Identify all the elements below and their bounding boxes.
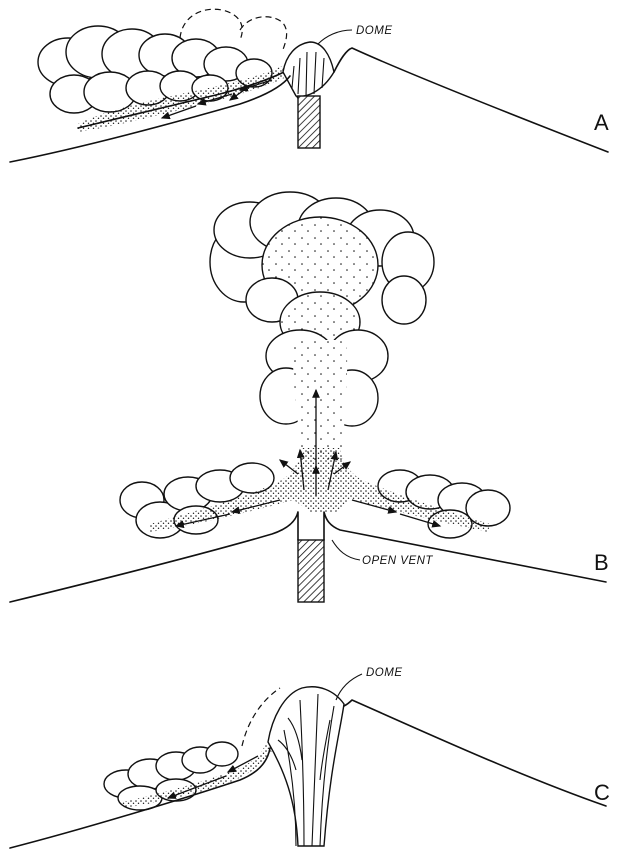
panel-c-dome-label: DOME [366, 667, 403, 679]
panel-b-eruption-column [210, 192, 434, 460]
panel-a-vent [298, 96, 320, 148]
panel-c-dome [268, 687, 344, 846]
panel-a-dome [283, 42, 334, 96]
panel-c-letter: C [594, 780, 610, 805]
panel-c-pyroclastic-cloud [104, 742, 238, 810]
panel-a-letter: A [594, 110, 609, 135]
panel-c: DOME C [10, 667, 610, 848]
panel-b-letter: B [594, 550, 609, 575]
panel-a-dome-label: DOME [356, 25, 393, 37]
panel-b-open-vent-label: OPEN VENT [362, 555, 433, 567]
panel-a: DOME A [10, 9, 609, 162]
panel-b: OPEN VENT B [10, 192, 609, 602]
panel-b-vent [298, 540, 324, 602]
